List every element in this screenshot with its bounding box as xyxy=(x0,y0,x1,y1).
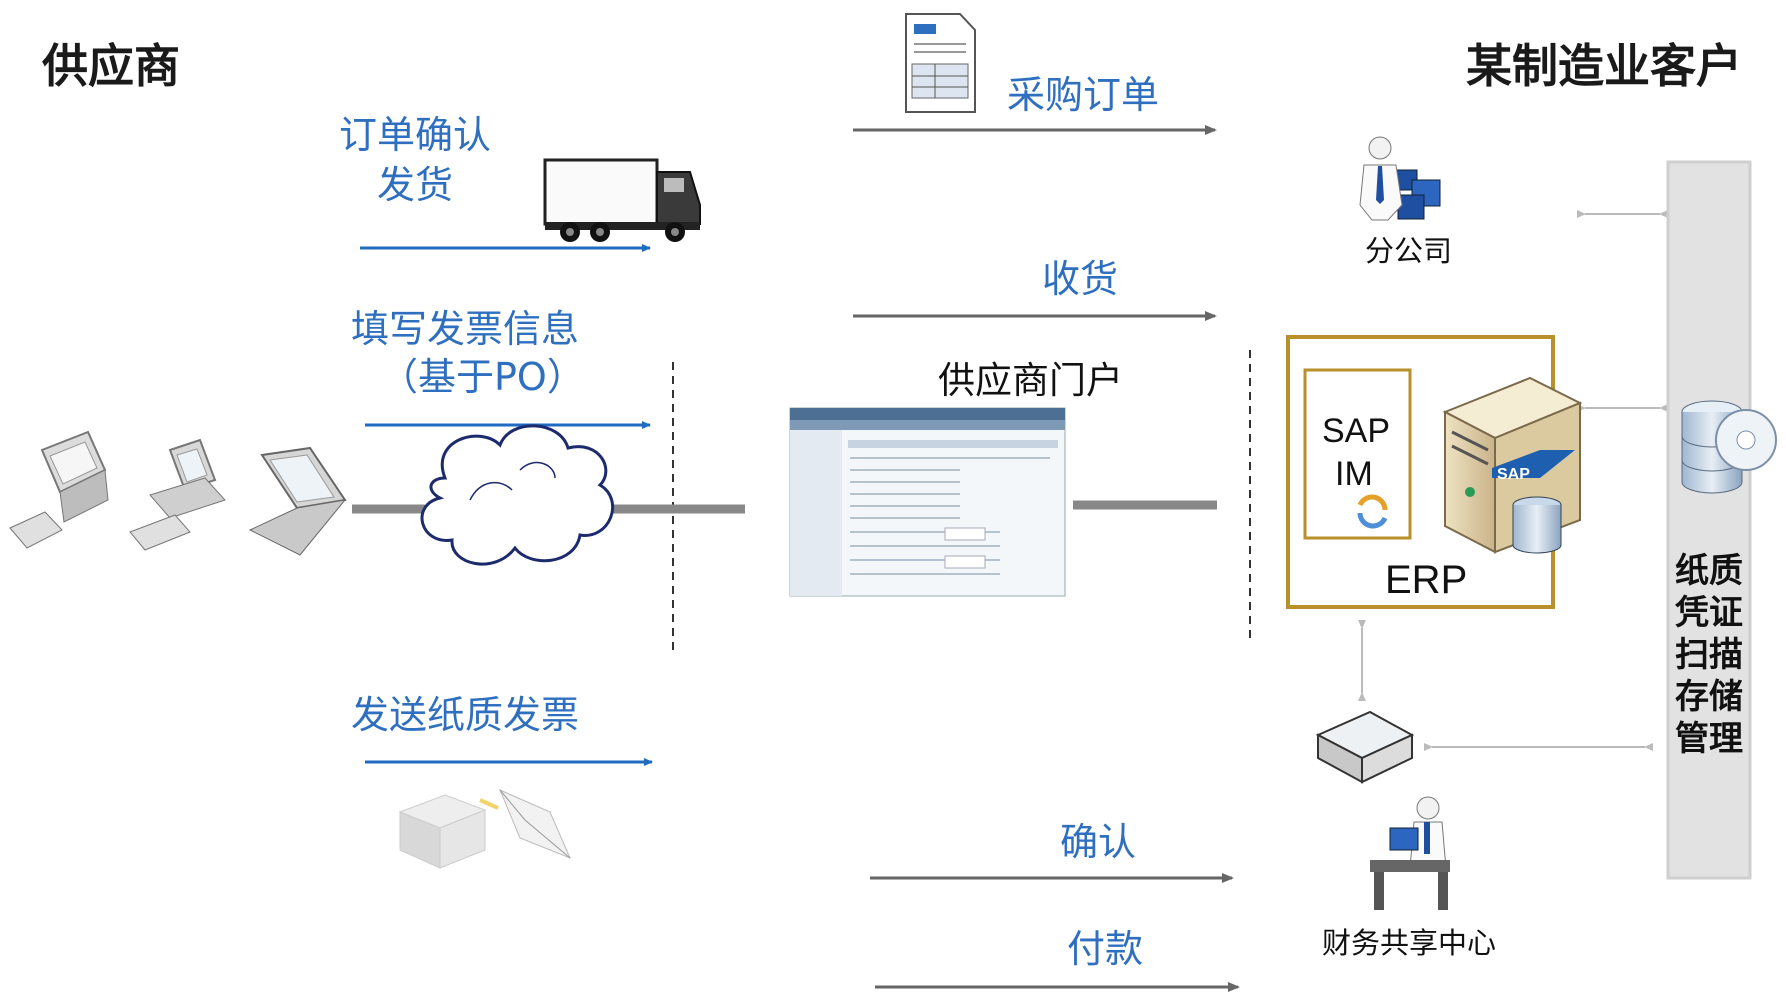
label-invoice-basis: （基于PO） xyxy=(380,355,585,399)
label-send-paper: 发送纸质发票 xyxy=(350,693,579,737)
workstation-icon xyxy=(1370,796,1450,910)
cloud-icon xyxy=(420,424,615,566)
label-purchase-order: 采购订单 xyxy=(1006,73,1159,117)
database-icon xyxy=(1681,400,1777,494)
portal-label: 供应商门户 xyxy=(938,359,1123,402)
laptop-icon xyxy=(248,446,347,556)
im-label: IM xyxy=(1335,455,1373,493)
branch-label: 分公司 xyxy=(1365,234,1453,268)
server-icon xyxy=(1442,376,1583,554)
label-payment: 付款 xyxy=(1066,927,1143,971)
sync-icon xyxy=(1357,494,1388,529)
sap-logo-text: SAP xyxy=(1497,466,1530,483)
portal-screenshot xyxy=(789,407,1066,597)
label-confirm: 确认 xyxy=(1059,820,1136,864)
label-ship: 发货 xyxy=(376,163,453,207)
computer-icon xyxy=(9,430,109,549)
label-receive-goods: 收货 xyxy=(1041,257,1118,301)
document-icon xyxy=(905,13,976,113)
printer-icon xyxy=(398,794,487,869)
sap-im-box xyxy=(1303,368,1412,540)
customer-title: 某制造业客户 xyxy=(1466,39,1742,93)
desktop-icon xyxy=(129,438,226,551)
archive-bar xyxy=(1666,160,1752,880)
label-order-confirm: 订单确认 xyxy=(338,113,491,157)
erp-label: ERP xyxy=(1385,558,1468,602)
scanner-icon xyxy=(1315,710,1415,784)
person-icon xyxy=(1359,136,1441,221)
archive-label: 纸质凭证扫描存储管理 xyxy=(1675,551,1743,759)
sap-label: SAP xyxy=(1322,412,1391,450)
supplier-title: 供应商 xyxy=(42,39,180,93)
label-invoice-info: 填写发票信息 xyxy=(350,307,579,351)
envelope-icon xyxy=(479,789,571,859)
truck-icon xyxy=(543,158,701,242)
finance-label: 财务共享中心 xyxy=(1322,926,1497,960)
